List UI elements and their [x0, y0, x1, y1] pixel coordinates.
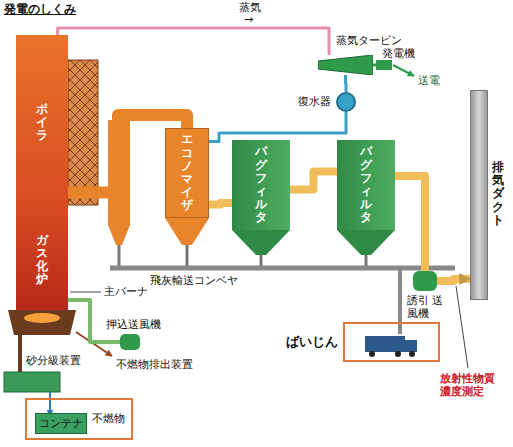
- node-label: 押込送風機: [106, 318, 161, 331]
- pipe-connector: [395, 176, 425, 271]
- ash-hopper: [337, 230, 395, 255]
- steam-turbine: 蒸気タービン: [318, 55, 373, 75]
- pipe-connector: [209, 112, 346, 142]
- part-label: 主バーナ: [104, 285, 148, 298]
- node-label: 復水器: [298, 95, 331, 108]
- bag-filter: バグフィルタ: [232, 140, 290, 230]
- measurement-note: 放射性物質 濃度測定: [440, 372, 506, 398]
- node-label: 不燃物: [92, 412, 125, 425]
- generator-box: 発電機: [376, 60, 392, 70]
- container-box: コンテナ: [35, 413, 87, 434]
- pipe-connector: [437, 279, 470, 281]
- truck: [365, 336, 417, 357]
- node-label: ばいじん: [286, 334, 338, 350]
- sand-pipe: [18, 335, 22, 372]
- flame: [24, 313, 60, 323]
- node-label: バグフィルタ: [360, 145, 372, 224]
- node-label: ボイラ: [36, 103, 48, 143]
- node-label: 蒸気タービン: [336, 34, 402, 47]
- exhaust-stack: 排気ダクト: [470, 90, 488, 300]
- ash-hopper: [108, 225, 130, 245]
- induced-draft-fan: 誘引 送風機: [413, 271, 437, 291]
- node-label: エコノマイザ: [181, 133, 193, 212]
- ash-hopper: [232, 230, 290, 255]
- output-label: 送電: [418, 74, 440, 87]
- forced-draft-fan: 押込送風機: [120, 334, 140, 350]
- pipe-connector: [344, 75, 348, 92]
- node-label: 排気ダクト: [492, 161, 504, 227]
- leader-line: [70, 292, 101, 293]
- pipe-connector: [209, 203, 232, 205]
- ash-chute: [398, 268, 402, 334]
- economizer-box: エコノマイザ: [165, 128, 209, 218]
- part-label: 不燃物排出装置: [116, 358, 193, 371]
- sand-classifier: [4, 372, 60, 392]
- heat-exchanger: [68, 60, 98, 205]
- gasifier-column: ガス化炉: [16, 210, 68, 310]
- edge-label: 蒸気: [237, 1, 263, 14]
- node-label: ガス化炉: [36, 234, 48, 287]
- boiler-column: ボイラ: [16, 35, 68, 210]
- fly-ash-conveyor: [110, 266, 455, 271]
- diagram-title: 発電のしくみ: [4, 2, 76, 16]
- pipe-connector: [58, 28, 329, 55]
- turbine-shape: [318, 55, 373, 75]
- node-label: 発電機: [382, 47, 415, 60]
- leader-line: [456, 286, 468, 368]
- pipe-connector: [290, 172, 337, 190]
- part-label: 砂分級装置: [26, 354, 81, 367]
- node-label: バグフィルタ: [255, 145, 267, 224]
- part-label: 飛灰輸送コンベヤ: [150, 274, 238, 287]
- container-area: コンテナ不燃物: [25, 398, 133, 440]
- flow-arrow: →: [244, 14, 253, 25]
- node-label: コンテナ: [39, 417, 83, 430]
- condenser-circle: 復水器: [336, 92, 356, 112]
- node-label: 誘引 送風機: [407, 294, 445, 320]
- hopper-stems: [119, 245, 366, 268]
- ash-hopper: [165, 218, 209, 245]
- furnace-base: [8, 310, 76, 335]
- bag-filter: バグフィルタ: [337, 140, 395, 230]
- dust-truck-area: ばいじん: [343, 322, 440, 362]
- power-arrow: [393, 65, 414, 76]
